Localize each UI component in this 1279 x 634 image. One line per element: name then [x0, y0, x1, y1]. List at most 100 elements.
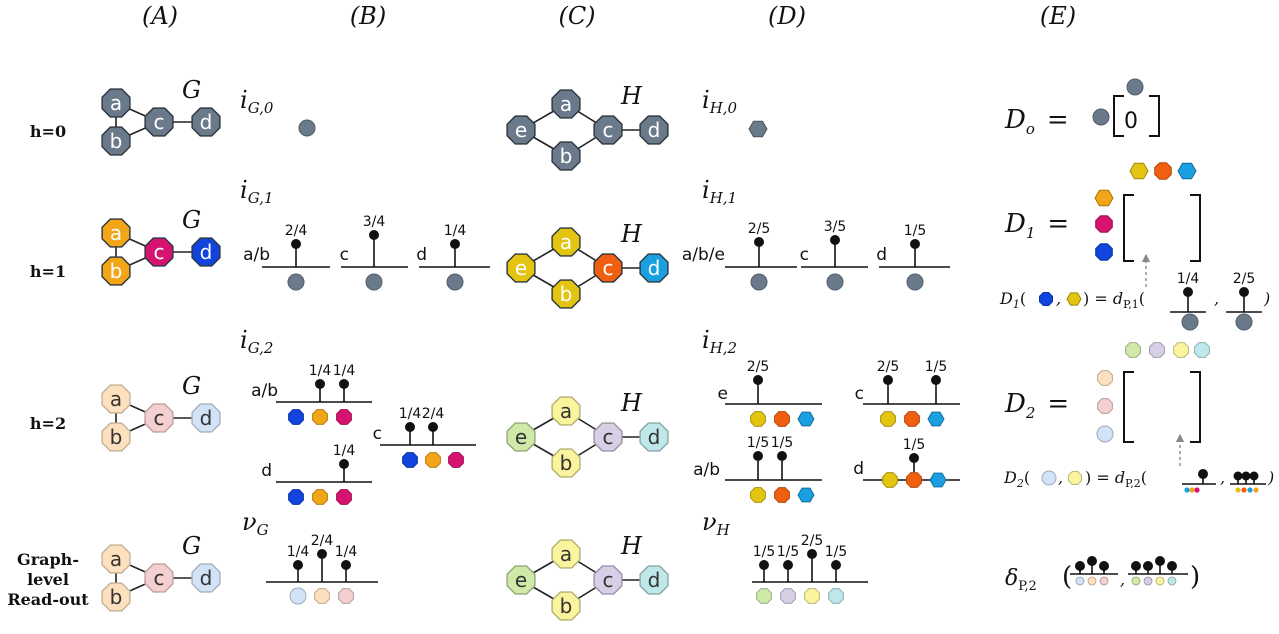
node-label-a: a — [110, 221, 122, 245]
node-c — [144, 563, 174, 593]
weight-0-weight: 1/4 — [333, 443, 356, 459]
weight-1-head — [339, 379, 349, 389]
node-label-a: a — [110, 547, 122, 571]
delta-h-atom-0 — [1131, 576, 1141, 586]
row-label-readout-1: Graph- — [17, 550, 79, 569]
delta-g-head-1 — [1087, 556, 1097, 566]
color-atom-2 — [797, 411, 815, 427]
d2-formula-comma-2: , — [1220, 468, 1225, 487]
delta-comma: , — [1120, 570, 1125, 589]
d2-mini2-head-1 — [1241, 471, 1251, 481]
slate-atom — [365, 273, 383, 291]
node-a — [101, 88, 131, 118]
graph-name: H — [620, 532, 643, 560]
d1-formula-slate-1 — [1235, 313, 1253, 331]
node-label-d: d — [200, 240, 213, 264]
node-a — [551, 396, 581, 426]
delta-g-atom-2 — [1099, 576, 1109, 586]
d1-formula-comma-2: , — [1214, 289, 1219, 308]
node-label-a: a — [560, 542, 572, 566]
node-c — [144, 107, 174, 137]
d1-top-atom-0 — [1129, 162, 1149, 180]
d1-formula-atom-1 — [1066, 292, 1082, 306]
weight-0-head — [753, 375, 763, 385]
weight-1-head — [317, 549, 327, 559]
d1-left-atom-1 — [1095, 215, 1113, 233]
d2-bracket-right — [1190, 371, 1201, 443]
weight-0-weight: 2/5 — [748, 221, 771, 237]
weight-0-weight: 1/4 — [399, 406, 422, 422]
weight-2-head — [910, 239, 920, 249]
node-label-c: c — [154, 566, 165, 590]
weight-1-weight: 1/5 — [777, 544, 800, 560]
weight-3-head — [831, 560, 841, 570]
weight-0-head — [293, 560, 303, 570]
column-header-d: (D) — [768, 2, 806, 30]
node-e — [506, 253, 536, 283]
node-d — [639, 253, 669, 283]
d2-mini2-head-0 — [1233, 471, 1243, 481]
column-headers: (A) (B) (C) (D) (E) — [142, 2, 1076, 30]
delta-h-head-3 — [1167, 561, 1177, 571]
group-label: e — [718, 384, 728, 404]
delta-g-atom-0 — [1075, 576, 1085, 586]
color-atom-2 — [927, 411, 945, 427]
group-label: d — [853, 459, 864, 479]
node-label-d: d — [648, 425, 661, 449]
node-c — [593, 253, 623, 283]
color-atom-0 — [288, 409, 304, 425]
weight-1-weight: 3/5 — [824, 219, 847, 235]
group-label: c — [855, 384, 864, 404]
node-label-e: e — [515, 256, 527, 280]
weight-1-head — [783, 560, 793, 570]
column-header-a: (A) — [142, 2, 178, 30]
slate-atom — [750, 273, 768, 291]
node-label-b: b — [110, 259, 123, 283]
d2-label: D2= — [1004, 389, 1069, 422]
weight-0-head — [759, 560, 769, 570]
delta-h-head-1 — [1143, 561, 1153, 571]
weight-2-head — [807, 549, 817, 559]
node-label-d: d — [648, 118, 661, 142]
delta-h-head-0 — [1131, 561, 1141, 571]
color-atom-2 — [448, 452, 464, 468]
color-atom-1 — [314, 588, 330, 604]
d1-top-atom-2 — [1177, 162, 1197, 180]
d2-formula-atom-1 — [1068, 471, 1082, 485]
node-label-b: b — [110, 585, 123, 609]
d1-formula-lhs: D1( — [999, 289, 1026, 311]
iota-g0-dot — [298, 119, 316, 137]
node-a — [101, 384, 131, 414]
weight-0-head — [754, 237, 764, 247]
node-label-d: d — [648, 568, 661, 592]
delta-g-head-2 — [1099, 561, 1109, 571]
d1-top-atom-1 — [1154, 162, 1172, 180]
color-atom-2 — [797, 487, 815, 503]
d2-formula-end: ) — [1267, 468, 1274, 487]
graph-name: G — [182, 372, 201, 400]
weight-1-head — [777, 451, 787, 461]
delta-g-atom-1 — [1087, 576, 1097, 586]
node-b — [551, 591, 581, 621]
d0-bracket-right — [1149, 95, 1160, 137]
d2-left-atom-2 — [1096, 425, 1114, 443]
d0-label: Do= — [1004, 105, 1069, 138]
weight-0-head — [909, 453, 919, 463]
node-label-c: c — [603, 256, 614, 280]
weight-0-weight: 2/4 — [285, 223, 308, 239]
d2-mini2-head-2 — [1249, 471, 1259, 481]
color-atom-1 — [780, 588, 796, 604]
weight-2-weight: 1/4 — [444, 223, 467, 239]
weight-0-weight: 1/5 — [747, 435, 770, 451]
color-atom-0 — [750, 411, 766, 427]
node-d — [191, 237, 221, 267]
node-d — [639, 565, 669, 595]
d1-left-atom-0 — [1094, 189, 1114, 207]
d1-bracket-left — [1123, 194, 1134, 262]
